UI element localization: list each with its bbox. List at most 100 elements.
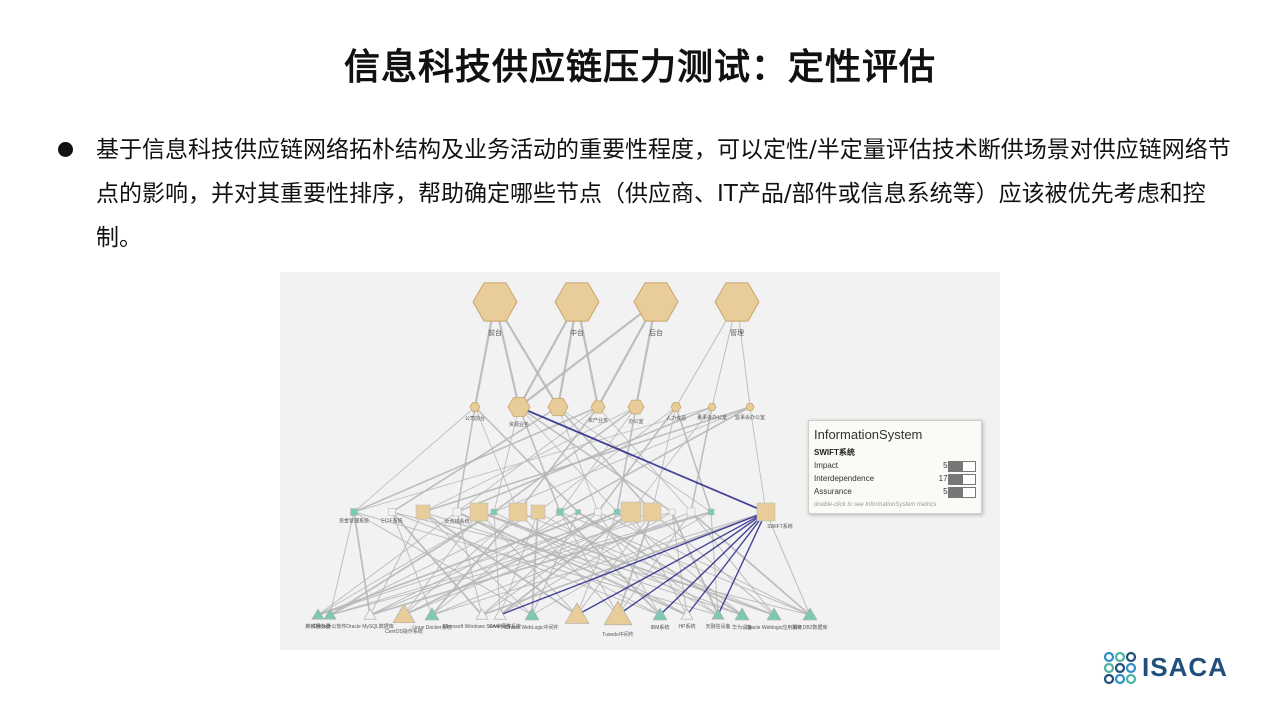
- edge: [353, 406, 599, 513]
- edge: [717, 511, 767, 616]
- node-label: 华为设备: [732, 624, 752, 631]
- edge: [493, 406, 637, 513]
- tooltip-title: InformationSystem: [814, 427, 923, 442]
- node-label: 管理: [730, 328, 744, 337]
- node-label: 麒麟服务器: [305, 623, 330, 630]
- edge: [456, 406, 599, 513]
- edge: [493, 406, 751, 513]
- tooltip-row-interdependence: Interdependence 178: [814, 474, 978, 486]
- edge: [517, 511, 775, 616]
- edge: [353, 511, 371, 616]
- node-label: IBM DB2数据库: [792, 624, 827, 631]
- component-node: [392, 603, 416, 624]
- edge: [597, 406, 677, 513]
- component-node: [680, 608, 694, 620]
- edge: [422, 511, 533, 616]
- edge: [749, 406, 767, 513]
- node-label: 天融信设备: [705, 623, 730, 630]
- system-node: [490, 508, 498, 516]
- edge: [353, 406, 713, 513]
- slide-title: 信息科技供应链压力测试：定性评估: [343, 47, 936, 88]
- edge: [403, 511, 653, 616]
- edge: [518, 406, 561, 513]
- tooltip-row-impact: Impact 51: [814, 461, 978, 473]
- edge: [557, 406, 653, 513]
- edge: [499, 511, 767, 616]
- edge: [675, 406, 712, 513]
- edge: [481, 511, 632, 616]
- edge: [369, 511, 712, 616]
- top-tier-hexagon: [472, 282, 518, 322]
- edge: [431, 511, 561, 616]
- edge: [456, 406, 476, 513]
- node-label: 人力资源: [666, 415, 686, 422]
- edge: [559, 406, 751, 513]
- component-node: [564, 602, 590, 624]
- edges: [317, 301, 811, 616]
- edge: [517, 406, 599, 513]
- edge: [651, 406, 677, 513]
- top-tier-hexagon: [633, 282, 679, 322]
- tooltip-hint: double-click to see InformationSystem me…: [814, 502, 937, 508]
- edge: [353, 406, 476, 513]
- tooltip-row-label: Assurance: [814, 487, 852, 496]
- node-label: 前台: [488, 328, 502, 337]
- edge: [518, 406, 673, 513]
- node-label: 中台: [570, 328, 584, 337]
- edge: [431, 511, 767, 616]
- system-node: [556, 508, 564, 516]
- edge: [517, 511, 619, 616]
- tooltip-row-label: Impact: [814, 461, 839, 470]
- tooltip-row-bar: [948, 474, 976, 485]
- mid-tier-node: [707, 403, 717, 411]
- component-node: [652, 607, 668, 621]
- node-label: 资源业务: [509, 421, 529, 428]
- component-node: [363, 608, 377, 620]
- node-label: Microsoft Windows Server操作系统: [443, 623, 521, 630]
- node-label: Tuxedo中间件: [602, 631, 634, 638]
- node-label: Oracle MySQL数据库: [346, 623, 394, 630]
- node-label: 后台: [649, 328, 663, 337]
- edge: [456, 511, 483, 616]
- component-node: [475, 608, 489, 620]
- edge: [369, 511, 618, 616]
- edge: [353, 511, 533, 616]
- nodes: 前台中台后台管理公司前台资源业务资产业务办公室人力资源董事会办公室监事会办公室资…: [305, 282, 828, 638]
- system-node: [415, 504, 431, 520]
- mid-tier-node: [670, 402, 682, 412]
- edge: [329, 511, 673, 616]
- node-label: Oracle Weblogic应用服务: [746, 624, 803, 631]
- system-node: [575, 509, 581, 515]
- component-node: [711, 608, 725, 620]
- edge: [557, 406, 712, 513]
- edge: [576, 511, 653, 616]
- edge: [518, 406, 618, 513]
- edge: [329, 511, 495, 616]
- node-label: 董事会办公室: [697, 414, 727, 421]
- system-node: [350, 508, 358, 516]
- system-node: [642, 502, 662, 522]
- edge: [317, 511, 458, 616]
- system-node: [594, 508, 602, 516]
- tooltip-row-bar-fill: [949, 475, 963, 484]
- node-tooltip: InformationSystem SWIFT系统 Impact 51 Inte…: [808, 420, 982, 514]
- node-label: HP系统: [679, 623, 696, 630]
- node-label: CentOS操作系统: [385, 628, 423, 635]
- system-node: [388, 508, 396, 516]
- top-tier-hexagon: [554, 282, 600, 322]
- edge: [329, 511, 712, 616]
- node-label: ECIF系统: [381, 518, 402, 525]
- component-node: [766, 607, 782, 621]
- node-label: Office办公软件: [314, 623, 347, 630]
- system-node: [707, 508, 715, 516]
- tooltip-row-value: 58: [943, 487, 952, 496]
- edge: [317, 511, 495, 616]
- node-label: 监事会办公室: [735, 414, 765, 421]
- isaca-logo: ISACA: [1102, 650, 1242, 686]
- node-label: 办公室: [628, 418, 643, 425]
- edge: [422, 406, 751, 513]
- component-node: [493, 608, 507, 620]
- edge: [531, 511, 539, 616]
- node-label: 资金管理系统: [339, 518, 369, 525]
- node-label: IBM系统: [651, 624, 670, 631]
